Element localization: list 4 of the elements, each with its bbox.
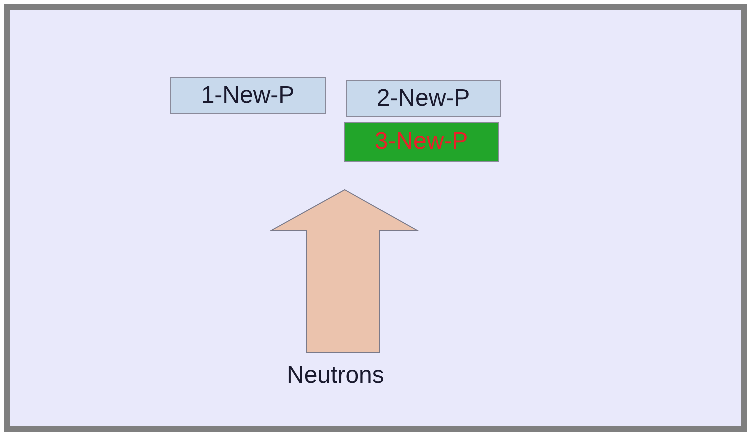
label-box: 2-New-P	[346, 80, 501, 117]
label-box: 3-New-P	[344, 122, 499, 162]
caption-text: Neutrons	[287, 362, 384, 390]
label-box: 1-New-P	[170, 77, 326, 114]
